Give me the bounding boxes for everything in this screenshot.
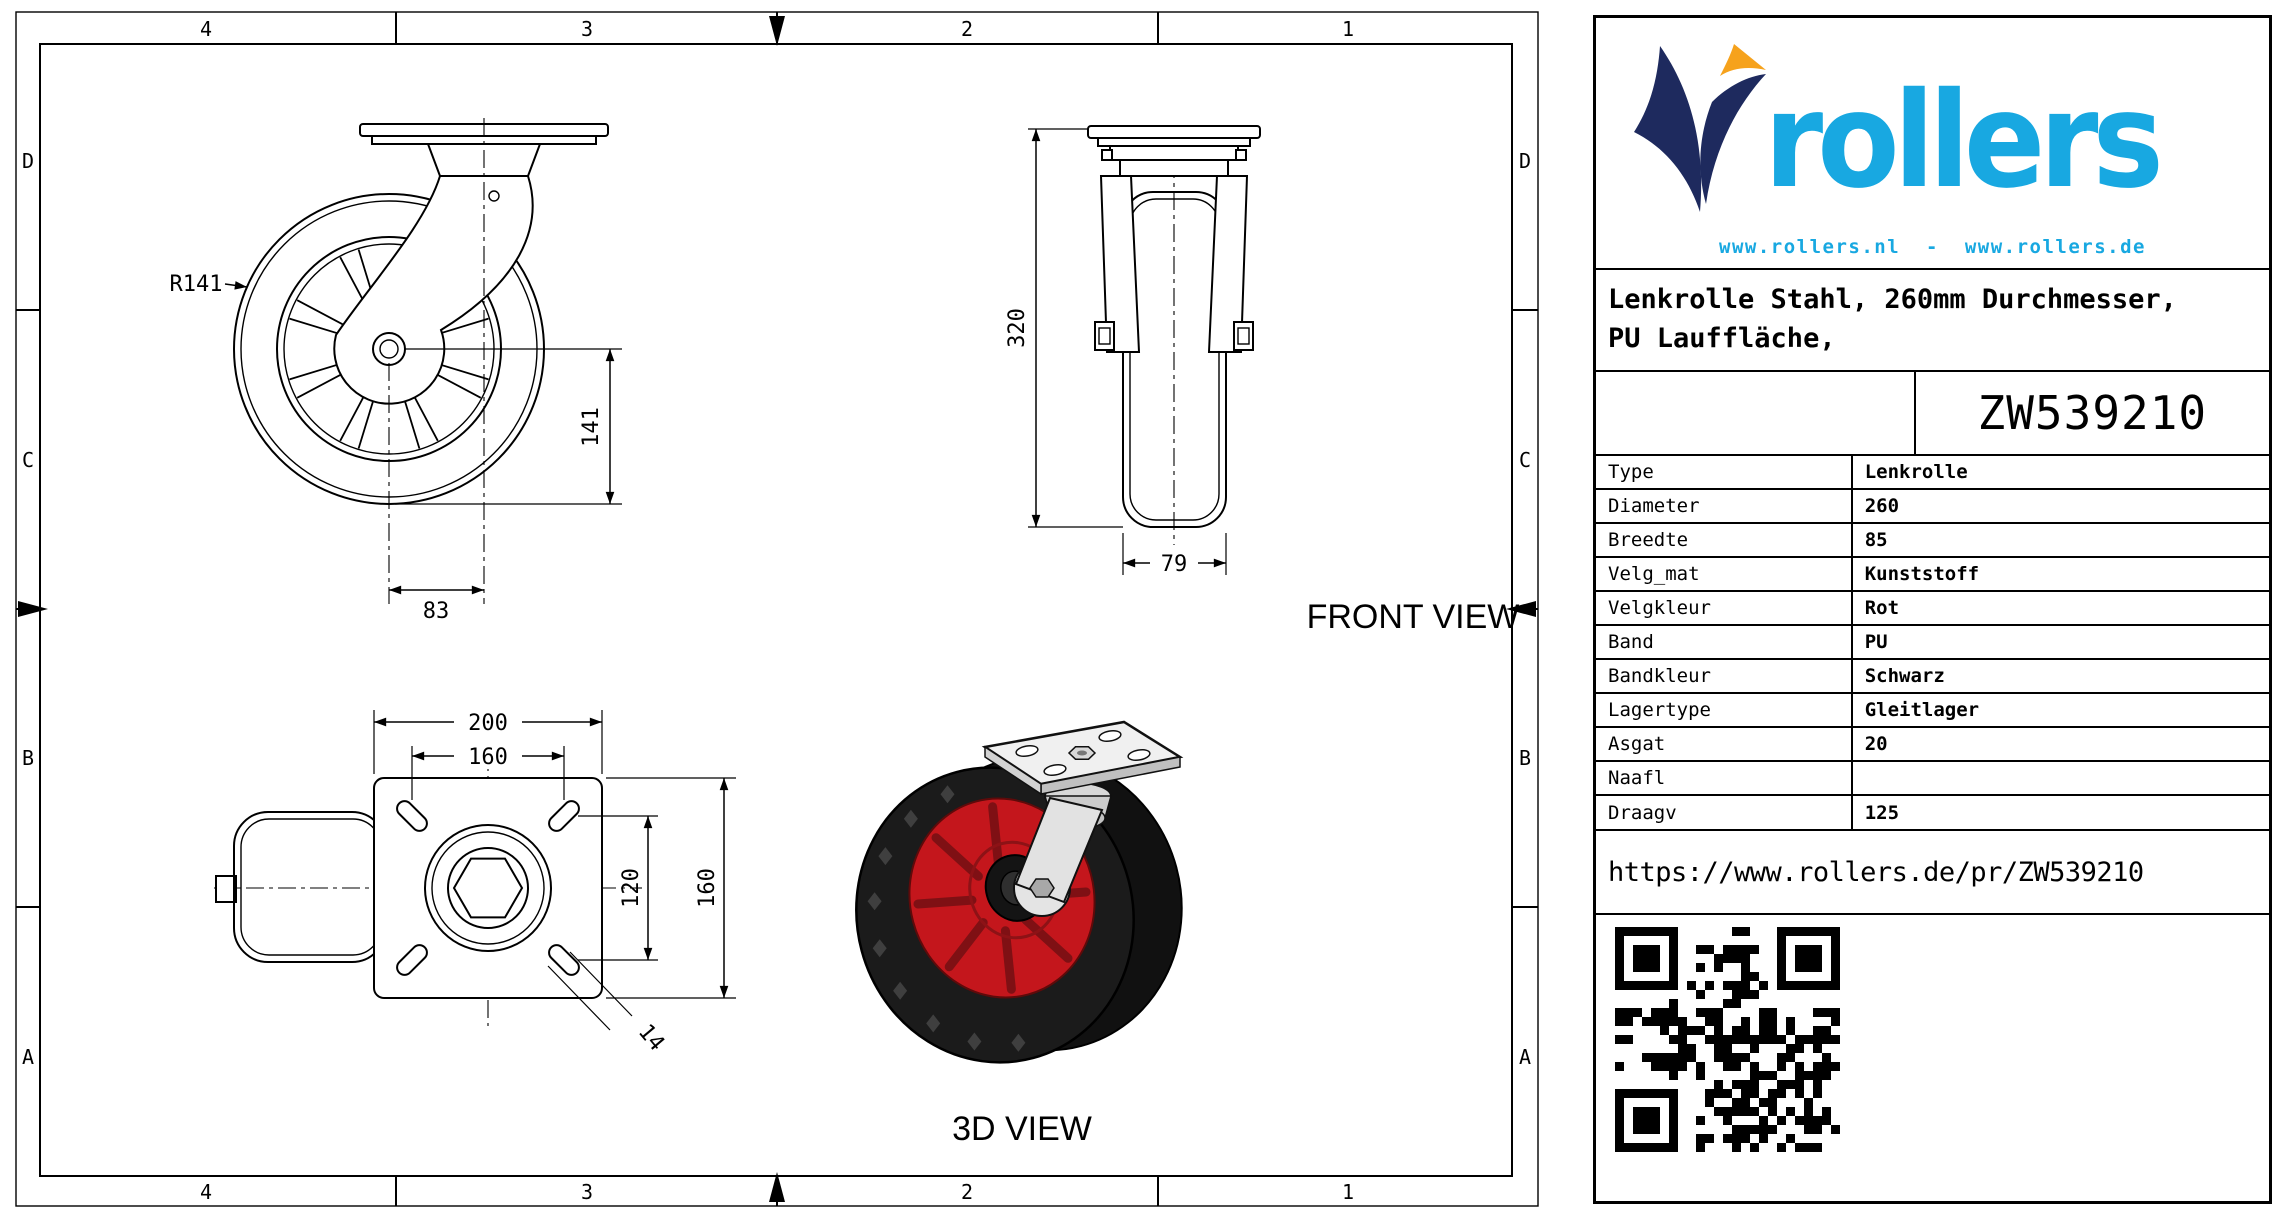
property-value: Schwarz xyxy=(1851,658,2269,693)
property-value xyxy=(1851,760,2269,795)
zone-row-label: B xyxy=(1519,746,1531,770)
front-view-dimensions: 320 79 xyxy=(1005,128,1227,577)
zone-row-label: D xyxy=(1519,149,1531,173)
iso-fork-leg xyxy=(1014,796,1104,904)
zone-row-label: B xyxy=(22,746,34,770)
zone-labels: 4 3 2 1 4 3 2 1 D C B A D C B A xyxy=(22,17,1531,1204)
qr-code xyxy=(1615,927,1840,1152)
swivel-fork xyxy=(333,123,609,405)
dim-plate-length: 200 xyxy=(468,711,508,736)
zone-row-label: D xyxy=(22,149,34,173)
qr-section xyxy=(1596,913,2269,1201)
property-value: 20 xyxy=(1851,726,2269,761)
zone-col-label: 4 xyxy=(200,1180,212,1204)
dim-plate-width: 160 xyxy=(695,868,720,908)
property-label: Naafl xyxy=(1596,760,1853,795)
dim-wheel-radius: R141 xyxy=(170,272,223,297)
iso-tread-pattern xyxy=(867,785,1026,1052)
dim-bolt-hole: 14 xyxy=(633,1020,669,1056)
iso-view xyxy=(855,720,1184,1064)
property-label: Lagertype xyxy=(1596,692,1853,727)
dim-total-height: 320 xyxy=(1005,308,1030,348)
zone-row-label: A xyxy=(22,1045,34,1069)
property-label: Asgat xyxy=(1596,726,1853,761)
front-view-label: FRONT VIEW xyxy=(1307,598,1520,636)
property-label: Type xyxy=(1596,454,1853,489)
property-label: Band xyxy=(1596,624,1853,659)
plate-bolt-slots xyxy=(396,800,580,976)
property-row: Naafl xyxy=(1596,760,2269,795)
zone-col-label: 3 xyxy=(581,1180,593,1204)
dim-bolt-pattern-length: 160 xyxy=(468,745,508,770)
dim-swivel-offset: 83 xyxy=(423,599,450,624)
property-label: Velg_mat xyxy=(1596,556,1853,591)
property-value: Rot xyxy=(1851,590,2269,625)
property-label: Bandkleur xyxy=(1596,658,1853,693)
side-view: R141 141 83 xyxy=(170,118,622,624)
property-label: Velgkleur xyxy=(1596,590,1853,625)
plate-view: 200 160 120 160 14 xyxy=(214,708,736,1056)
property-label: Breedte xyxy=(1596,522,1853,557)
property-value: Gleitlager xyxy=(1851,692,2269,727)
logo-websites: www.rollers.nl - www.rollers.de xyxy=(1719,236,2146,258)
three-d-view-label: 3D VIEW xyxy=(952,1110,1092,1148)
center-hex-socket xyxy=(452,857,524,919)
property-label: Draagv xyxy=(1596,794,1853,829)
property-value: 125 xyxy=(1851,794,2269,829)
title-line-1: Lenkrolle Stahl, 260mm Durchmesser, xyxy=(1608,284,2177,315)
dim-wheel-width: 79 xyxy=(1161,552,1188,577)
zone-col-label: 2 xyxy=(961,1180,973,1204)
dim-center-height: 141 xyxy=(579,407,604,447)
zone-col-label: 3 xyxy=(581,17,593,41)
side-view-dimensions: R141 141 83 xyxy=(170,272,622,624)
zone-col-label: 1 xyxy=(1342,17,1354,41)
zone-col-label: 1 xyxy=(1342,1180,1354,1204)
property-value: Kunststoff xyxy=(1851,556,2269,591)
rollers-logo-icon xyxy=(1634,44,1766,212)
property-value: PU xyxy=(1851,624,2269,659)
logo-section: rollers www.rollers.nl - www.rollers.de xyxy=(1596,18,2269,268)
zone-col-label: 4 xyxy=(200,17,212,41)
part-number: ZW539210 xyxy=(1977,386,2208,440)
drawing-title: Lenkrolle Stahl, 260mm Durchmesser, PU L… xyxy=(1596,268,2269,370)
front-view: 320 79 xyxy=(1005,125,1261,577)
logo-wordmark: rollers xyxy=(1764,65,2164,218)
title-line-2: PU Lauffläche, xyxy=(1608,323,1836,354)
drawing-frame: 4 3 2 1 4 3 2 1 D C B A D C B A xyxy=(15,11,1539,1207)
dim-bolt-pattern-width: 120 xyxy=(619,868,644,908)
title-block: rollers www.rollers.nl - www.rollers.de … xyxy=(1593,15,2272,1204)
zone-row-label: C xyxy=(1519,448,1531,472)
property-label: Diameter xyxy=(1596,488,1853,523)
product-url: https://www.rollers.de/pr/ZW539210 xyxy=(1596,829,2269,913)
property-value: 260 xyxy=(1851,488,2269,523)
part-number-row: ZW539210 xyxy=(1596,370,2269,454)
part-number-empty-cell xyxy=(1596,372,1916,454)
property-value: Lenkrolle xyxy=(1851,454,2269,489)
zone-row-label: C xyxy=(22,448,34,472)
zone-row-label: A xyxy=(1519,1045,1531,1069)
property-value: 85 xyxy=(1851,522,2269,557)
centering-marks-icon xyxy=(18,16,1536,1202)
zone-col-label: 2 xyxy=(961,17,973,41)
